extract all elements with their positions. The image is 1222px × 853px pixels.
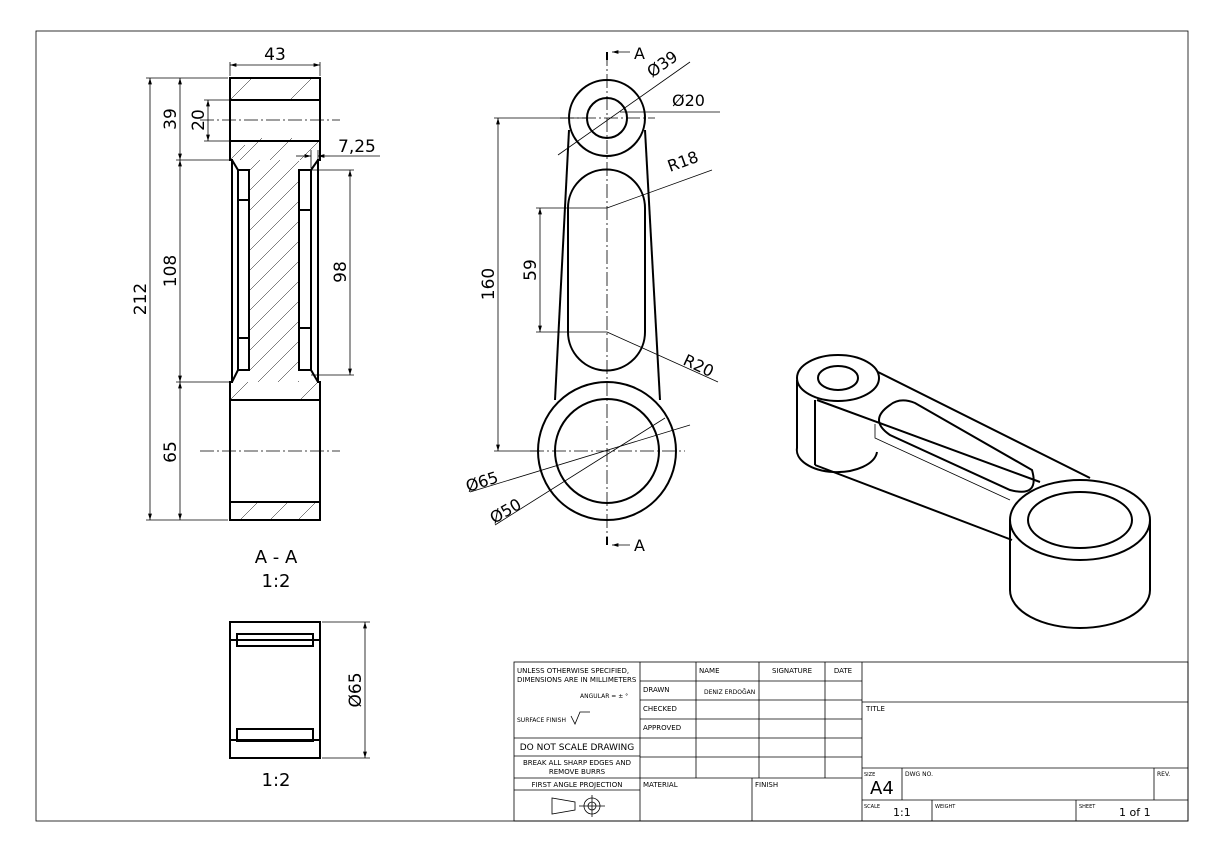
title-label: TITLE	[865, 705, 885, 713]
row-approved: APPROVED	[643, 724, 681, 732]
dwg-label: DWG NO.	[905, 771, 933, 778]
size-label: SIZE	[864, 772, 875, 778]
weight-label: WEIGHT	[935, 804, 956, 810]
section-marker-bottom: A	[634, 536, 645, 555]
scale-label: SCALE	[864, 804, 880, 810]
header-date: DATE	[834, 667, 852, 675]
section-marker-top: A	[634, 44, 645, 63]
bottom-view-scale: 1:2	[262, 770, 291, 791]
drawn-name: DENIZ ERDOĞAN	[704, 689, 755, 696]
dim-top-39: 39	[161, 108, 181, 130]
dim-slot-59: 59	[521, 259, 541, 281]
dim-bottom-d65: Ø65	[346, 672, 366, 707]
section-scale: 1:2	[262, 571, 291, 592]
dim-r18: R18	[665, 147, 701, 176]
note-dimensions: DIMENSIONS ARE IN MILLIMETERS	[517, 676, 637, 684]
size-value: A4	[870, 778, 894, 799]
note-unless: UNLESS OTHERWISE SPECIFIED,	[517, 667, 629, 675]
material-label: MATERIAL	[643, 781, 678, 789]
dim-d65: Ø65	[463, 468, 500, 496]
projection-symbol	[551, 795, 605, 817]
rev-label: REV.	[1157, 771, 1170, 778]
dim-web-108: 108	[161, 255, 181, 287]
front-view: A A Ø39 Ø20 R18 R20 160 59 Ø65 Ø50	[463, 44, 720, 555]
note-surface-finish: SURFACE FINISH	[517, 717, 566, 724]
dim-d39: Ø39	[643, 47, 681, 81]
section-caption: A - A	[255, 547, 298, 568]
finish-label: FINISH	[755, 781, 778, 789]
header-name: NAME	[699, 667, 720, 675]
title-block: UNLESS OTHERWISE SPECIFIED, DIMENSIONS A…	[513, 661, 1189, 822]
note-break-edges-1: BREAK ALL SHARP EDGES AND	[523, 759, 631, 767]
dim-width-43: 43	[264, 45, 286, 65]
dim-slot-7-25: 7,25	[338, 137, 376, 157]
scale-value: 1:1	[893, 806, 911, 819]
dim-slot-98: 98	[331, 261, 351, 283]
sheet-value: 1 of 1	[1119, 806, 1151, 819]
dim-center-160: 160	[479, 268, 499, 300]
row-checked: CHECKED	[643, 705, 677, 713]
header-signature: SIGNATURE	[772, 667, 812, 675]
dim-overall-212: 212	[131, 283, 151, 315]
row-drawn: DRAWN	[643, 686, 670, 694]
surface-finish-symbol	[570, 711, 590, 725]
note-do-not-scale: DO NOT SCALE DRAWING	[520, 743, 635, 753]
note-break-edges-2: REMOVE BURRS	[549, 768, 606, 776]
section-view: 43 212 39 20 7,25 108 98 65 A	[131, 45, 380, 592]
sheet-border	[35, 30, 1189, 822]
dim-r20: R20	[680, 350, 717, 381]
dim-hole-20: 20	[189, 109, 209, 131]
sheet-label: SHEET	[1079, 804, 1096, 810]
bottom-view: Ø65 1:2	[229, 621, 370, 791]
dim-bottom-65: 65	[161, 441, 181, 463]
note-projection: FIRST ANGLE PROJECTION	[532, 781, 623, 789]
isometric-view	[795, 354, 1151, 629]
dim-d20: Ø20	[672, 91, 705, 110]
note-angular: ANGULAR = ± °	[580, 693, 628, 700]
dim-d50: Ø50	[487, 495, 525, 528]
